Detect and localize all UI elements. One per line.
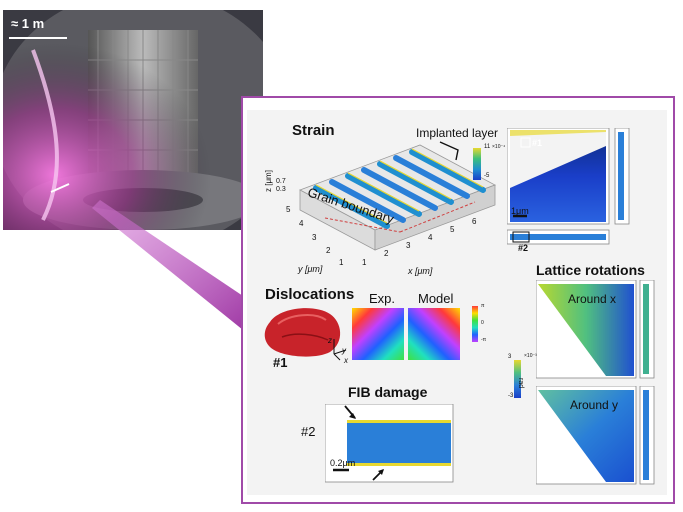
x-tick-5: 6	[472, 217, 477, 226]
around-x-label: Around x	[568, 292, 617, 306]
x-tick-3: 4	[428, 233, 433, 242]
x-axis-label: x [μm]	[408, 266, 433, 276]
rot-cb-exp: ×10⁻³	[524, 353, 537, 359]
map-scale-label: 1μm	[511, 206, 529, 216]
rot-cb-bottom: -3	[508, 393, 514, 399]
rotation-colorbar	[514, 360, 521, 398]
exp-label: Exp.	[369, 291, 396, 306]
strain-cb-bottom: -5	[484, 173, 490, 179]
y-tick-4: 1	[339, 258, 344, 267]
z-tick-1: 0.3	[276, 186, 286, 193]
map-marker-1: #1	[532, 138, 543, 148]
z-axis-label: z [μm]	[264, 170, 273, 192]
strain-cb-top: 11	[484, 144, 491, 150]
rotation-map-x	[536, 280, 655, 379]
x-tick-4: 5	[450, 225, 455, 234]
z-tick-0: 0.7	[276, 178, 286, 185]
tokamak-illustration	[3, 10, 263, 230]
strain-title: Strain	[292, 122, 335, 139]
strain-3d-plot	[299, 141, 496, 251]
triad-x: x	[344, 356, 348, 365]
x-tick-1: 2	[384, 249, 389, 258]
strain-colorbar	[473, 148, 481, 180]
rotation-map-y	[536, 386, 655, 485]
x-tick-0: 1	[362, 258, 367, 267]
scale-label: ≈ 1 m	[11, 16, 45, 31]
dislocation-marker-1: #1	[273, 355, 288, 370]
fib-title: FIB damage	[348, 384, 428, 400]
y-axis-label: y [μm]	[298, 264, 323, 274]
around-y-label: Around y	[570, 398, 619, 412]
dislocation-3d-blob	[264, 308, 341, 357]
strain-cb-exp: ×10⁻⁴	[492, 144, 506, 150]
y-tick-2: 3	[312, 233, 317, 242]
y-tick-3: 2	[326, 246, 331, 255]
phase-colorbar	[472, 306, 478, 342]
y-tick-0: 5	[286, 205, 291, 214]
phase-maps	[352, 308, 460, 360]
phase-tick-1: 0	[481, 320, 484, 326]
lattice-title: Lattice rotations	[536, 262, 645, 278]
triad-y: y	[342, 346, 346, 355]
model-label: Model	[418, 291, 454, 306]
phase-tick-0: π	[481, 303, 485, 309]
triad-z: z	[328, 336, 332, 345]
dislocations-title: Dislocations	[265, 286, 355, 303]
axes-triad	[333, 339, 347, 361]
y-tick-1: 4	[299, 219, 304, 228]
fib-scale-label: 0.2μm	[330, 458, 356, 468]
rot-cb-top: 3	[508, 354, 512, 360]
sample-map	[507, 128, 630, 245]
rot-cb-unit: rad	[517, 378, 524, 389]
implanted-layer-label: Implanted layer	[416, 126, 499, 140]
fib-marker-2: #2	[301, 424, 316, 439]
map-marker-2: #2	[518, 243, 529, 253]
x-tick-2: 3	[406, 241, 411, 250]
fib-map	[325, 404, 454, 483]
phase-tick-2: -π	[481, 337, 487, 343]
tokamak-photo: ≈ 1 m	[3, 10, 263, 230]
